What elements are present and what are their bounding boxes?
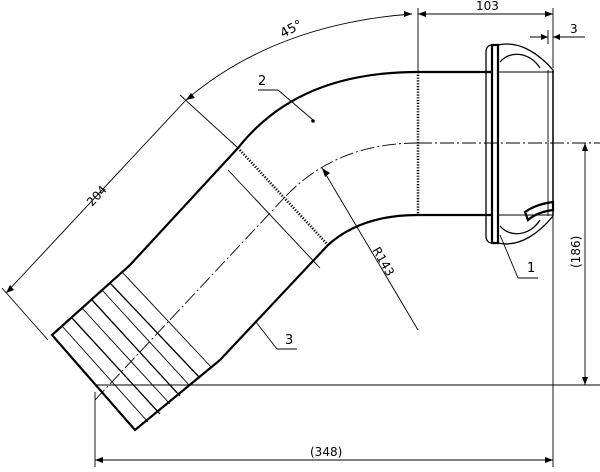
callout-3-label: 3 [285, 333, 293, 348]
elbow-inner-contour [327, 213, 419, 246]
ribbed-coupling [50, 264, 221, 432]
angle-dimension: 45° [185, 11, 413, 101]
diagonal-centerline [94, 196, 286, 401]
callout-3: 3 [255, 321, 297, 350]
callout-1: 1 [499, 234, 538, 279]
right-pipe [418, 70, 600, 217]
width-dimension: (348) [94, 216, 600, 467]
angle-label: 45° [278, 17, 305, 41]
radius-dimension: R143 [321, 167, 419, 331]
top-dimensions: 103 3 [417, 0, 585, 72]
flange [485, 43, 555, 245]
elbow-centerline [284, 142, 419, 198]
radius-label: R143 [369, 245, 397, 279]
weld-seam-diagonal [237, 147, 329, 246]
callout-2-label: 2 [258, 74, 266, 89]
flange-body [490, 43, 500, 245]
diagonal-dimension: 204 [1, 94, 239, 341]
height-186-label: (186) [569, 236, 583, 268]
callout-2: 2 [258, 74, 315, 123]
elbow-body [237, 70, 420, 246]
flange-weld-detail [523, 200, 555, 222]
callout-1-label: 1 [527, 261, 535, 276]
elbow-outer-contour [237, 70, 419, 149]
flange-thickness-label: 3 [570, 22, 578, 36]
width-348-label: (348) [310, 445, 342, 459]
length-103-label: 103 [476, 0, 499, 13]
height-dimension: (186) [569, 143, 588, 385]
diagonal-pipe [50, 147, 329, 432]
